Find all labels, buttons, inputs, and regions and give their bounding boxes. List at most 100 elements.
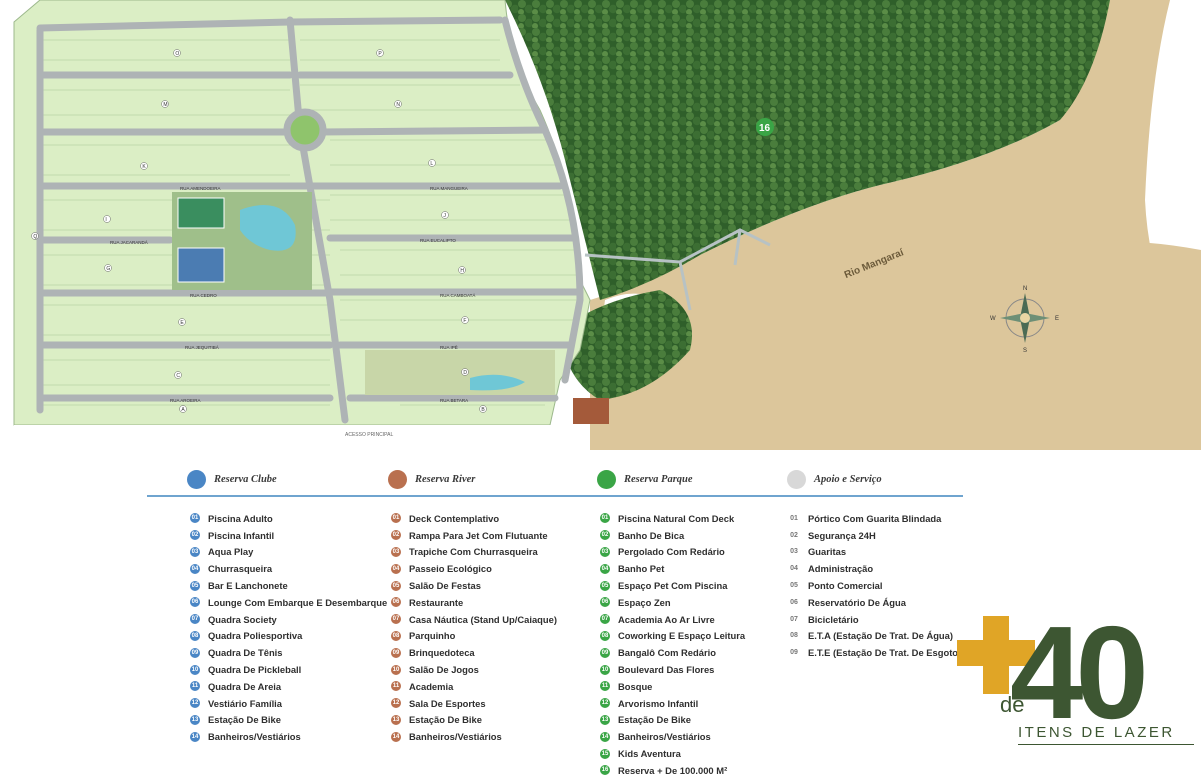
legend-item-label: Parquinho [409,630,456,642]
legend-item-label: Kids Aventura [618,748,681,760]
legend-item-number: 02 [790,531,798,539]
legend-item-number: 08 [190,630,200,641]
legend-item: 02 Segurança 24H [788,527,961,544]
legend-item-label: Piscina Adulto [208,512,273,524]
sand-lower-right [960,240,1201,450]
legend-item-label: Casa Náutica (Stand Up/Caiaque) [409,613,557,625]
quadra-marker [178,318,186,326]
legend-item-number: 16 [600,765,610,776]
legend-item-number: 13 [600,714,610,725]
legend-item-label: Salão De Jogos [409,664,479,676]
river-pool [470,374,525,391]
legend-item-label: Quadra Society [208,613,277,625]
legend-item-number: 09 [600,647,610,658]
street-label: RUA IPÊ [440,343,458,350]
quadra-letter: F [463,318,466,324]
compass-e: E [1055,316,1059,322]
quadra-marker [103,215,111,223]
quadra-letter: D [463,370,467,376]
quadra-marker [461,368,469,376]
legend-item-label: Banheiros/Vestiários [618,731,711,743]
legend-item-label: Reserva + De 100.000 M² [618,764,728,776]
quadra-letter: E [180,320,184,326]
legend-item-label: Bosque [618,680,653,692]
legend-item-label: Deck Contemplativo [409,512,500,524]
parque-color-dot [597,470,616,489]
legend-header-clube: Reserva Clube [187,470,277,489]
site-map: ACESSO PRINCIPAL Rio Mangaraí 16 N S E W… [13,0,1201,450]
legend-item-number: 10 [391,664,401,675]
legend-item-label: Arvorismo Infantil [618,697,699,709]
legend-item-number: 12 [600,698,610,709]
legend-item-number: 12 [391,698,401,709]
legend-item-label: Banheiros/Vestiários [409,731,502,743]
legend-item-number: 04 [391,563,401,574]
legend-item-number: 04 [790,565,798,573]
legend-item-number: 08 [391,630,401,641]
legend-header-label: Reserva Clube [214,474,277,485]
legend-item-number: 02 [391,530,401,541]
legend-item: 08 Parquinho [391,628,557,645]
legend-item-label: Segurança 24H [808,529,876,541]
legend-item-label: Piscina Natural Com Deck [618,512,735,524]
legend-item-label: Administração [808,563,874,575]
legend-item-label: Restaurante [409,596,464,608]
legend-item-label: Bicicletário [808,613,859,625]
legend-header-label: Reserva Parque [624,474,693,485]
legend-item-label: Estação De Bike [409,714,482,726]
legend-item-label: Churrasqueira [208,563,273,575]
legend-item-number: 09 [190,647,200,658]
legend-item-number: 03 [391,546,401,557]
legend-item-label: Ponto Comercial [808,580,883,592]
legend-item-label: Quadra De Tênis [208,647,283,659]
legend-item-number: 06 [600,597,610,608]
legend-item-number: 01 [391,513,401,524]
headline-number: 40 [1010,599,1143,746]
street-label: RUA CAMBOATÁ [440,292,475,298]
street-label: RUA AMENDOEIRA [180,186,221,191]
headline-de: de [1000,692,1025,717]
legend-header-label: Apoio e Serviço [814,474,882,485]
legend-header-parque: Reserva Parque [597,470,693,489]
legend-item-label: Boulevard Das Flores [618,664,715,676]
legend-item-label: Reservatório De Água [808,596,906,608]
legend-item-number: 11 [391,681,401,692]
quadra-marker [461,316,469,324]
legend-item-label: Vestiário Família [208,697,282,709]
street-label: RUA CEDRO [190,293,217,298]
area-16-label: 16 [759,123,771,134]
river-color-dot [388,470,407,489]
legend-header-river: Reserva River [388,470,475,489]
quadra-letter: K [142,164,146,170]
legend-item-label: Estação De Bike [208,714,281,726]
legend-item-number: 13 [190,714,200,725]
quadra-marker [441,211,449,219]
legend-item-number: 05 [391,580,401,591]
legend-item-number: 06 [391,597,401,608]
compass-s: S [1023,348,1027,354]
legend-item-number: 08 [600,630,610,641]
legend-item-number: 05 [600,580,610,591]
